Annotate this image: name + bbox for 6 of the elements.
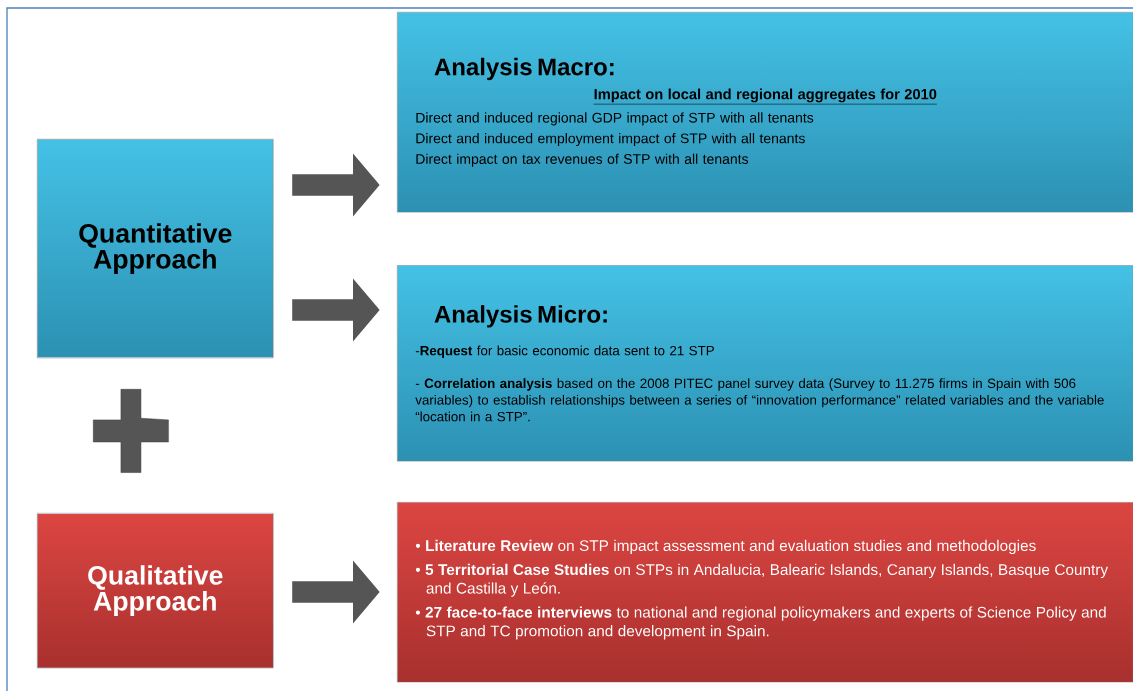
analysis-box: Analysis Macro: Impact on local and regional aggregates for 2010 Direct and induced regional GDP impact of STP with all tenants Direct and induced employment impact of STP with all tenants Direct impact on tax revenues of STP with all tenants [397, 12, 1133, 213]
approach-box: Quantitative Approach [37, 139, 274, 359]
analysis-box: Analysis Micro: -Request for basic economic data sent to 21 STP - Correlation analysis based on the 2008 PITEC panel survey data (Survey to 11.275 firms in Spain with 506 variables) to establish relationships between a series of “innovation performance” related variables and the variable “location in a STP”. [397, 265, 1133, 462]
method-box: • Literature Review on STP impact assessment and evaluation studies and methodologies • 5 Territorial Case Studies on STPs in Andalucia, Balearic Islands, Canary Islands, Basque Country and Castilla y León. • 27 face-to-face interviews to national and regional policymakers and experts of Science Policy and STP and TC promotion and development in Spain. [397, 502, 1133, 683]
approach-box: Qualitative Approach [37, 513, 274, 669]
plus-sign [93, 389, 169, 473]
